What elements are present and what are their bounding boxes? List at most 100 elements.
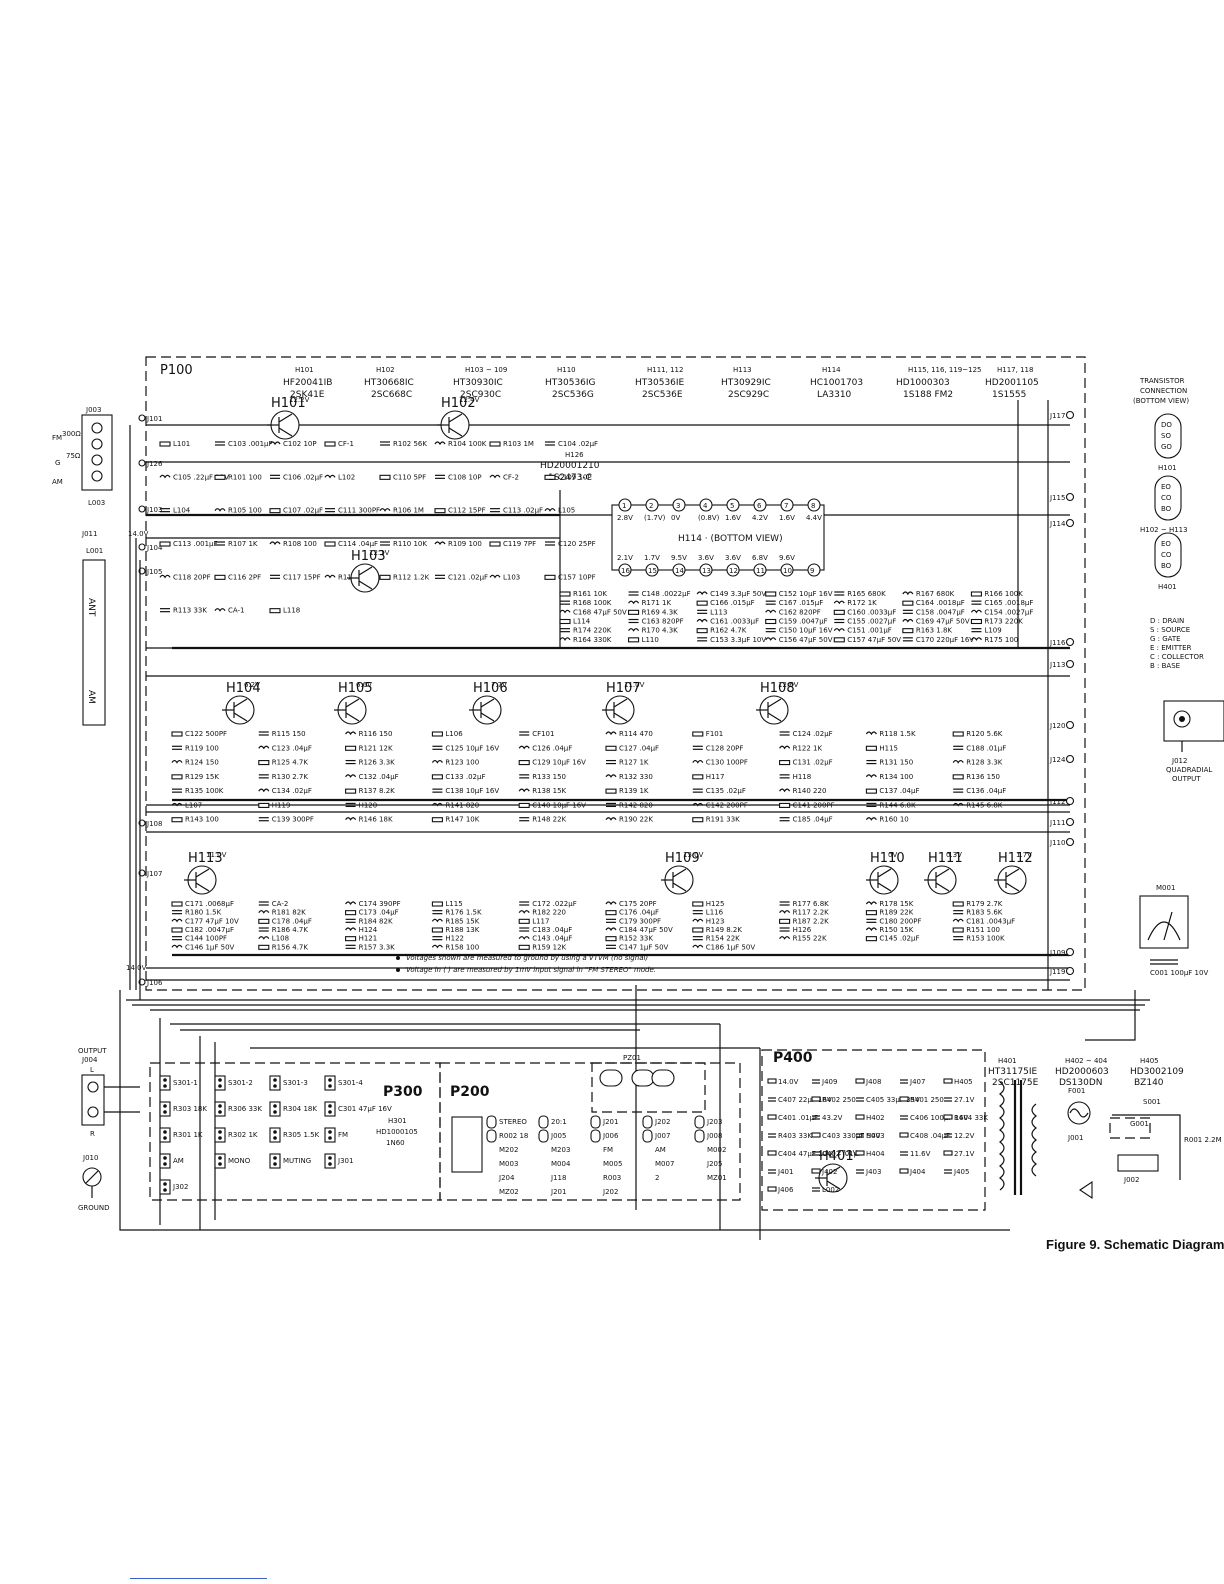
quadradial-output-jack: J012 QUADRADIAL OUTPUT [1163, 700, 1224, 783]
p300-label-4: R303 18K [173, 1105, 207, 1113]
ant-fm: FM [52, 434, 62, 442]
row3-comp-label-5: C175 20PF [619, 900, 657, 908]
tc-legend-5: B : BASE [1150, 662, 1180, 670]
p400-part-2: HD3002109 [1130, 1067, 1184, 1077]
row1-comp-label-14: CF-2 [503, 473, 519, 481]
ic-v-bottom-5: 6.8V [752, 554, 768, 562]
ant-label: ANT [86, 598, 96, 617]
ant-75: 75Ω [66, 452, 81, 460]
p200-label-12: FM [603, 1146, 613, 1154]
p400-board-outline [761, 1049, 986, 1211]
ic-pin-bottom-7: 9 [810, 567, 814, 575]
power-label-1: J001 [1067, 1134, 1083, 1142]
p400-label-31: L002 [822, 1186, 839, 1194]
row1-comp-label-22: C113 .02μF [503, 507, 543, 515]
row2-comp-label-11: C123 .04μF [272, 744, 312, 752]
row2-comp-label-5: R114 470 [619, 730, 653, 738]
row1-comp-label-1: C148 .0022μF [642, 590, 691, 598]
row1-comp-label-21: L114 [573, 618, 591, 626]
row3-comp-label-28: C180 200PF [879, 917, 921, 925]
transistor-ref-9: H110 [870, 851, 905, 866]
row2-comp-label-33: C133 .02μF [445, 773, 485, 781]
p300-label-8: R301 1K [173, 1131, 203, 1139]
left-jack-5: J108 [146, 820, 162, 828]
header-part-1: HT30668IC [364, 378, 414, 388]
power-label-3: G001 [1130, 1120, 1149, 1128]
ic-v-bottom-1: 1.7V [644, 554, 660, 562]
p200-label-4: J203 [706, 1118, 722, 1126]
tc-pin-2-1: CO [1161, 551, 1172, 559]
row1-comp-label-36: R112 1.2K [393, 573, 430, 581]
ant-am: AM [52, 478, 63, 486]
row1-comp-label-7: C104 .02μF [558, 440, 598, 448]
row1-comp-label-13: C165 .0018μF [984, 599, 1033, 607]
row2-comp-label-0: C122 500PF [185, 730, 227, 738]
left-jack-2: J103 [146, 506, 162, 514]
row3-comp-label-52: R157 3.3K [359, 943, 396, 951]
voltage-notes: Voltages shown are measured to ground by… [396, 954, 656, 974]
p400-label-9: 27.1V [954, 1096, 975, 1104]
row2-comp-label-49: C136 .04μF [966, 787, 1006, 795]
transistor-v-1: 12.4V [459, 396, 480, 404]
row1-comp-label-37: C153 3.3μF 10V [710, 636, 766, 644]
row2-comp-label-1: R115 150 [272, 730, 306, 738]
ic-pin-bottom-6: 10 [783, 567, 792, 575]
p100-board-outline [145, 356, 1086, 991]
ground-terminal: J010 GROUND [78, 1154, 110, 1212]
row2-comp-label-57: C141 200PF [793, 801, 835, 809]
ic-pin-top-4: 5 [730, 502, 734, 510]
p400-label-29: J405 [953, 1168, 969, 1176]
row1-comp-label-29: R109 100 [448, 540, 482, 548]
ic-pin-top-6: 7 [784, 502, 788, 510]
tc-pkg-label-0: H101 [1158, 464, 1177, 472]
row2-comp-label-51: H119 [272, 801, 291, 809]
row3-comp-label-25: C179 300PF [619, 917, 661, 925]
row1-comp-label-41: R175 100 [984, 636, 1018, 644]
ic-pin-top-0: 1 [622, 502, 626, 510]
p400-label-22: H404 [866, 1150, 885, 1158]
p400-label-24: 27.1V [954, 1150, 975, 1158]
row2-comp-label-45: R139 1K [619, 787, 649, 795]
p400-label-15: R403 33K [778, 1132, 812, 1140]
transistor-v-4: 6.6V [356, 681, 372, 689]
quad-name: QUADRADIAL [1166, 766, 1212, 774]
p400-label-23: 11.6V [910, 1150, 931, 1158]
transistor-ref-11: H112 [998, 851, 1033, 866]
ic-v-bottom-2: 9.5V [671, 554, 687, 562]
row3-comp-label-6: H125 [706, 900, 725, 908]
antenna-terminal-block: FM 300Ω G 75Ω AM J003 [52, 406, 113, 491]
row2-comp-label-59: R145 6.8K [966, 801, 1003, 809]
row2-comp-label-65: R190 22K [619, 816, 653, 824]
header-part-3: HT30536IG [545, 378, 596, 388]
row1-comp-label-18: C160 .0033μF [847, 608, 896, 616]
tc-legend-4: C : COLLECTOR [1150, 653, 1204, 661]
p400-label-26: J402 [821, 1168, 837, 1176]
row2-comp-label-31: R130 2.7K [272, 773, 309, 781]
row3-comp-label-9: R179 2.7K [966, 900, 1003, 908]
row1-comp-label-1: C103 .001μF [228, 440, 273, 448]
row1-comp-label-10: C167 .015μF [779, 599, 824, 607]
row1-comp-label-15: C109 10P [558, 473, 592, 481]
p400-label-2: J408 [865, 1078, 881, 1086]
ant-300: 300Ω [62, 430, 81, 438]
row3-comp-label-49: R153 100K [966, 935, 1005, 943]
p400-type-1: DS130DN [1059, 1078, 1102, 1088]
row3-comp-label-48: C145 .02μF [879, 935, 919, 943]
p200-label-1: 20:1 [551, 1118, 567, 1126]
transistor-ref-4: H105 [338, 681, 373, 696]
transistor-ref-12: H113 [188, 851, 223, 866]
row3-comp-label-27: R187 2.2K [793, 917, 830, 925]
p200-label-0: STEREO [499, 1118, 527, 1126]
row3-comp-label-3: L115 [445, 900, 462, 908]
ic-v-top-4: 1.6V [725, 514, 741, 522]
header-part-8: HD2001105 [985, 378, 1039, 388]
row2-comp-label-36: H117 [706, 773, 725, 781]
figure-caption: Figure 9. Schematic Diagram [1046, 1237, 1224, 1252]
row3-comp-label-24: L117 [532, 917, 549, 925]
row2-comp-label-22: R126 3.3K [359, 759, 396, 767]
ic-label: H114 · (BOTTOM VIEW) [678, 534, 783, 544]
